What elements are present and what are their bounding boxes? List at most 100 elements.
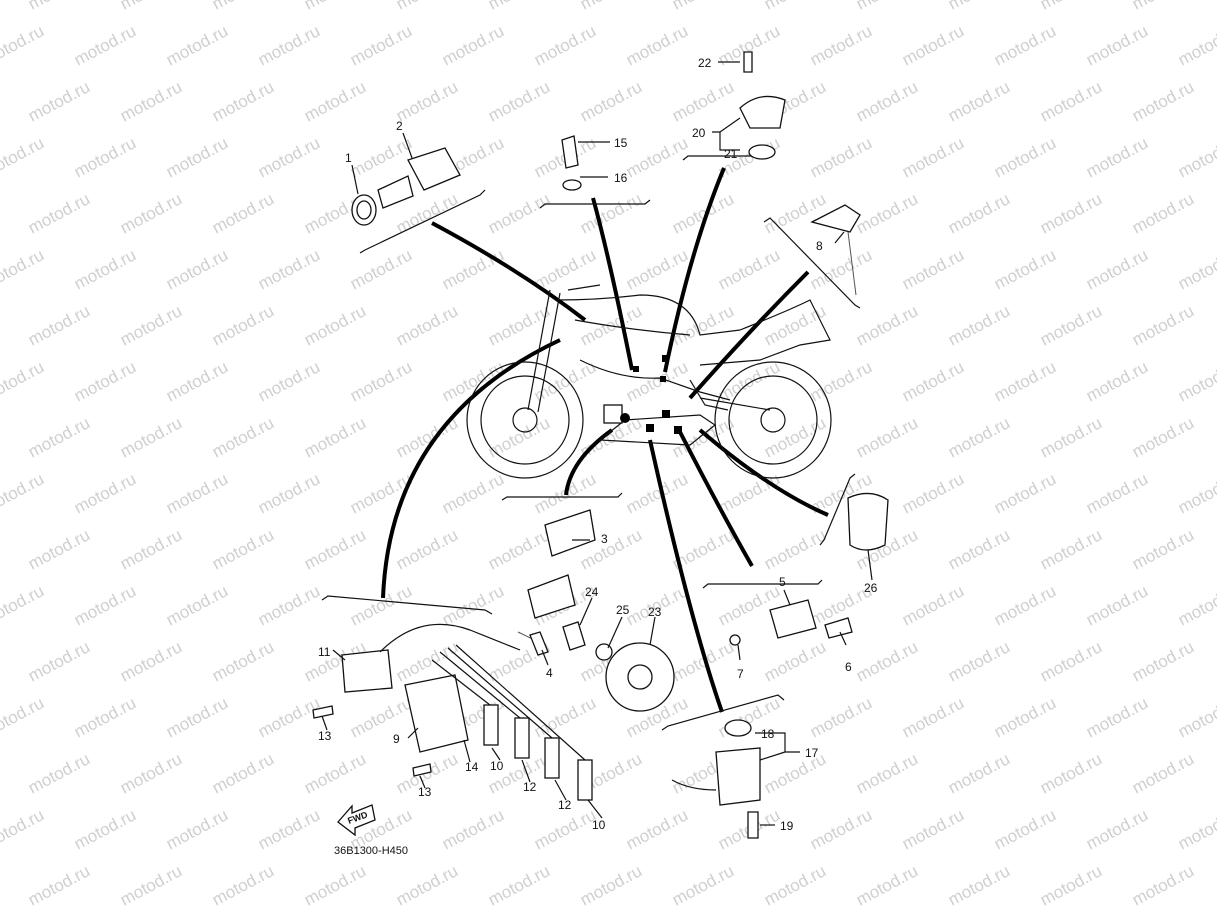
neutral-switch-part [729, 599, 853, 646]
watermark-text: motod.ru [1083, 357, 1151, 405]
watermark-text: motod.ru [577, 77, 645, 125]
watermark-text: motod.ru [899, 245, 967, 293]
watermark-text: motod.ru [807, 133, 875, 181]
watermark-text: motod.ru [761, 413, 829, 461]
watermark-text: motod.ru [393, 861, 461, 909]
watermark-text: motod.ru [163, 21, 231, 69]
watermark-text: motod.ru [1175, 133, 1217, 181]
watermark-text: motod.ru [669, 637, 737, 685]
watermark-text: motod.ru [1037, 861, 1105, 909]
crank-sensor-part [671, 719, 761, 839]
watermark-text: motod.ru [669, 861, 737, 909]
watermark-text: motod.ru [117, 189, 185, 237]
watermark-text: motod.ru [0, 413, 1, 461]
watermark-text: motod.ru [1129, 189, 1197, 237]
watermark-text: motod.ru [669, 77, 737, 125]
watermark-text: motod.ru [209, 637, 277, 685]
watermark-text: motod.ru [439, 805, 507, 853]
watermark-text: motod.ru [991, 133, 1059, 181]
callout-19: 19 [780, 819, 794, 833]
callout-15: 15 [614, 136, 628, 150]
watermark-text: motod.ru [899, 581, 967, 629]
watermark-text: motod.ru [393, 301, 461, 349]
watermark-text: motod.ru [25, 77, 93, 125]
callout-11: 11 [318, 645, 331, 659]
watermark-text: motod.ru [0, 581, 47, 629]
watermark-text: motod.ru [991, 357, 1059, 405]
watermark-text: motod.ru [991, 805, 1059, 853]
watermark-text: motod.ru [163, 581, 231, 629]
watermark-text: motod.ru [0, 0, 1, 14]
watermark-text: motod.ru [485, 0, 553, 14]
watermark-text: motod.ru [945, 525, 1013, 573]
watermark-text: motod.ru [899, 133, 967, 181]
watermark-text: motod.ru [1083, 693, 1151, 741]
watermark-text: motod.ru [0, 805, 47, 853]
watermark-text: motod.ru [899, 693, 967, 741]
callout-8: 8 [816, 239, 823, 253]
watermark-text: motod.ru [439, 581, 507, 629]
motorcycle-outline [466, 284, 832, 479]
watermark-text: motod.ru [25, 413, 93, 461]
rotor-part [529, 621, 675, 712]
callout-4: 4 [546, 666, 553, 680]
callout-23: 23 [648, 605, 662, 619]
watermark-text: motod.ru [1037, 0, 1105, 14]
watermark-text: motod.ru [347, 581, 415, 629]
watermark-text: motod.ru [899, 805, 967, 853]
watermark-text: motod.ru [945, 189, 1013, 237]
watermark-text: motod.ru [255, 805, 323, 853]
watermark-text: motod.ru [899, 357, 967, 405]
watermark-text: motod.ru [71, 21, 139, 69]
callout-labels: 1 2 3 4 5 6 7 8 9 10 10 11 12 12 13 13 1… [318, 56, 878, 833]
watermark-text: motod.ru [899, 21, 967, 69]
watermark-text: motod.ru [1129, 749, 1197, 797]
watermark-text: motod.ru [1129, 525, 1197, 573]
watermark-text: motod.ru [1037, 637, 1105, 685]
watermark-text: motod.ru [1083, 21, 1151, 69]
watermark-text: motod.ru [761, 861, 829, 909]
watermark-text: motod.ru [761, 525, 829, 573]
callout-17: 17 [805, 746, 819, 760]
watermark-text: motod.ru [577, 861, 645, 909]
watermark-text: motod.ru [945, 749, 1013, 797]
watermark-text: motod.ru [255, 245, 323, 293]
watermark-text: motod.ru [853, 413, 921, 461]
ignition-coil-part [312, 623, 593, 801]
watermark-text: motod.ru [807, 21, 875, 69]
speed-sensor-part [739, 51, 786, 160]
watermark-text: motod.ru [163, 469, 231, 517]
watermark-text: motod.ru [853, 189, 921, 237]
pickup-coil-part [517, 509, 596, 646]
watermark-text: motod.ru [669, 0, 737, 14]
watermark-text: motod.ru [761, 0, 829, 14]
watermark-text: motod.ru [25, 301, 93, 349]
watermark-text: motod.ru [0, 21, 47, 69]
watermark-text: motod.ru [0, 301, 1, 349]
watermark-text: motod.ru [71, 245, 139, 293]
watermark-text: motod.ru [301, 301, 369, 349]
watermark-text: motod.ru [393, 0, 461, 14]
watermark-text: motod.ru [255, 693, 323, 741]
watermark-text: motod.ru [0, 637, 1, 685]
watermark-text: motod.ru [945, 0, 1013, 14]
watermark-text: motod.ru [0, 357, 47, 405]
watermark-text: motod.ru [209, 0, 277, 14]
watermark-text: motod.ru [485, 301, 553, 349]
watermark-text: motod.ru [209, 413, 277, 461]
watermark-text: motod.ru [485, 77, 553, 125]
watermark-text: motod.ru [1083, 805, 1151, 853]
watermark-text: motod.ru [347, 693, 415, 741]
callout-12a: 12 [523, 780, 537, 794]
watermark-text: motod.ru [71, 133, 139, 181]
watermark-text: motod.ru [393, 77, 461, 125]
watermark-text: motod.ru [623, 357, 691, 405]
watermark-text: motod.ru [301, 0, 369, 14]
callout-16: 16 [614, 171, 628, 185]
callout-9: 9 [393, 732, 400, 746]
watermark-text: motod.ru [301, 749, 369, 797]
watermark-text: motod.ru [945, 77, 1013, 125]
watermark-text: motod.ru [531, 21, 599, 69]
watermark-text: motod.ru [301, 525, 369, 573]
watermark-text: motod.ru [347, 133, 415, 181]
